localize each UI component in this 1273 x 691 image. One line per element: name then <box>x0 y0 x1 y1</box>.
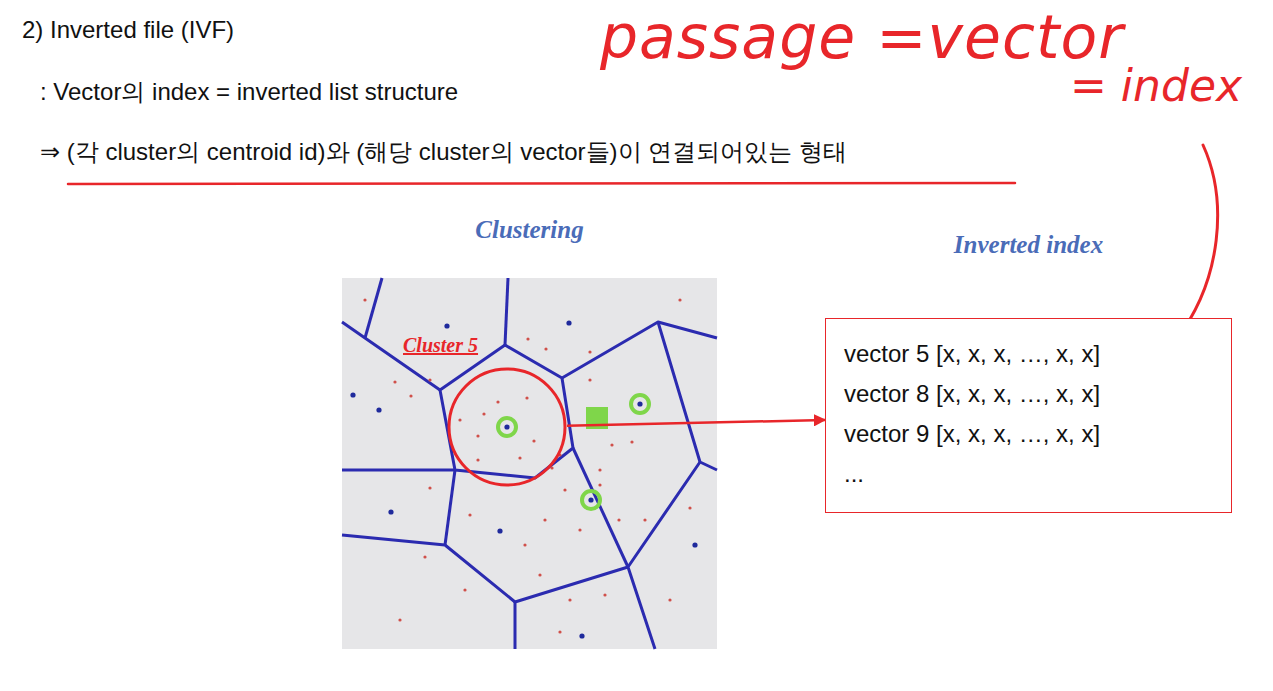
data-point <box>496 400 499 403</box>
data-point <box>617 518 620 521</box>
cluster-circle: Cluster 5 <box>447 367 567 487</box>
centroid <box>588 497 593 502</box>
data-point <box>458 418 461 421</box>
centroid <box>376 407 381 412</box>
data-point <box>523 543 526 546</box>
data-point <box>428 378 431 381</box>
data-point <box>578 528 581 531</box>
data-point <box>643 518 646 521</box>
connector-arrow <box>567 420 825 426</box>
cluster-outline <box>447 367 567 487</box>
data-point <box>588 350 591 353</box>
data-point <box>630 440 633 443</box>
voronoi-edge <box>658 322 717 470</box>
voronoi-edge <box>445 470 455 545</box>
box-title: Inverted index <box>826 231 1231 259</box>
voronoi-edge <box>515 567 628 649</box>
data-point <box>668 598 671 601</box>
voronoi-edge <box>628 462 700 649</box>
centroid <box>444 323 449 328</box>
data-point <box>428 486 431 489</box>
voronoi-edge <box>505 278 508 345</box>
handwritten-note: = index <box>1070 60 1242 111</box>
data-point <box>482 412 485 415</box>
index-entry: vector 9 [x, x, x, …, x, x] <box>844 419 1100 449</box>
data-point <box>518 456 521 459</box>
centroid <box>692 542 697 547</box>
heading: 2) Inverted file (IVF) <box>22 16 234 44</box>
inverted-index-box: Inverted indexvector 5 [x, x, x, …, x, x… <box>825 318 1232 513</box>
centroid <box>497 528 502 533</box>
data-point <box>588 378 591 381</box>
data-points <box>350 298 697 638</box>
data-point <box>532 439 535 442</box>
data-point <box>678 298 681 301</box>
voronoi-edge <box>365 278 382 338</box>
data-point <box>468 513 471 516</box>
data-point <box>538 573 541 576</box>
voronoi-lines <box>342 278 717 649</box>
data-point <box>563 488 566 491</box>
data-point <box>526 337 529 340</box>
data-point <box>476 458 479 461</box>
note-text: : Vector의 index = inverted list structur… <box>40 76 458 108</box>
centroid-ring <box>582 491 600 509</box>
voronoi-edge <box>440 345 573 478</box>
data-point <box>423 555 426 558</box>
data-point <box>558 630 561 633</box>
centroid <box>504 424 509 429</box>
data-point <box>525 396 528 399</box>
data-point <box>598 468 601 471</box>
underline <box>68 183 1015 184</box>
data-point <box>463 588 466 591</box>
centroid <box>388 509 393 514</box>
data-point <box>603 593 606 596</box>
data-point <box>398 618 401 621</box>
voronoi-edge <box>342 469 455 472</box>
data-point <box>393 380 396 383</box>
data-point <box>544 347 547 350</box>
centroid <box>637 401 642 406</box>
centroid-ring <box>631 395 649 413</box>
data-point <box>409 394 412 397</box>
index-entry: vector 5 [x, x, x, …, x, x] <box>844 339 1100 369</box>
cluster-panel: ClusteringCluster 5 <box>342 278 717 649</box>
cluster-label: Cluster 5 <box>401 334 480 357</box>
voronoi-edge <box>573 448 628 567</box>
data-point <box>568 598 571 601</box>
panel-title: Clustering <box>342 216 717 244</box>
data-point <box>688 506 691 509</box>
data-point <box>598 483 601 486</box>
index-entry: ... <box>844 459 864 489</box>
centroid <box>566 320 571 325</box>
centroid-ring <box>498 418 516 436</box>
index-entry: vector 8 [x, x, x, …, x, x] <box>844 379 1100 409</box>
centroid <box>350 392 355 397</box>
hand-arrow <box>1176 145 1218 340</box>
cluster-panel <box>342 278 717 649</box>
handwritten-note: passage =vector <box>600 2 1124 72</box>
data-point <box>610 443 613 446</box>
data-point <box>543 518 546 521</box>
data-point <box>363 298 366 301</box>
cluster-outline <box>449 369 565 485</box>
data-point <box>476 434 479 437</box>
voronoi-edge <box>562 322 717 378</box>
centroid <box>579 633 584 638</box>
voronoi-edge <box>342 535 515 602</box>
note-text: ⇒ (각 cluster의 centroid id)와 (해당 cluster의… <box>40 136 847 168</box>
